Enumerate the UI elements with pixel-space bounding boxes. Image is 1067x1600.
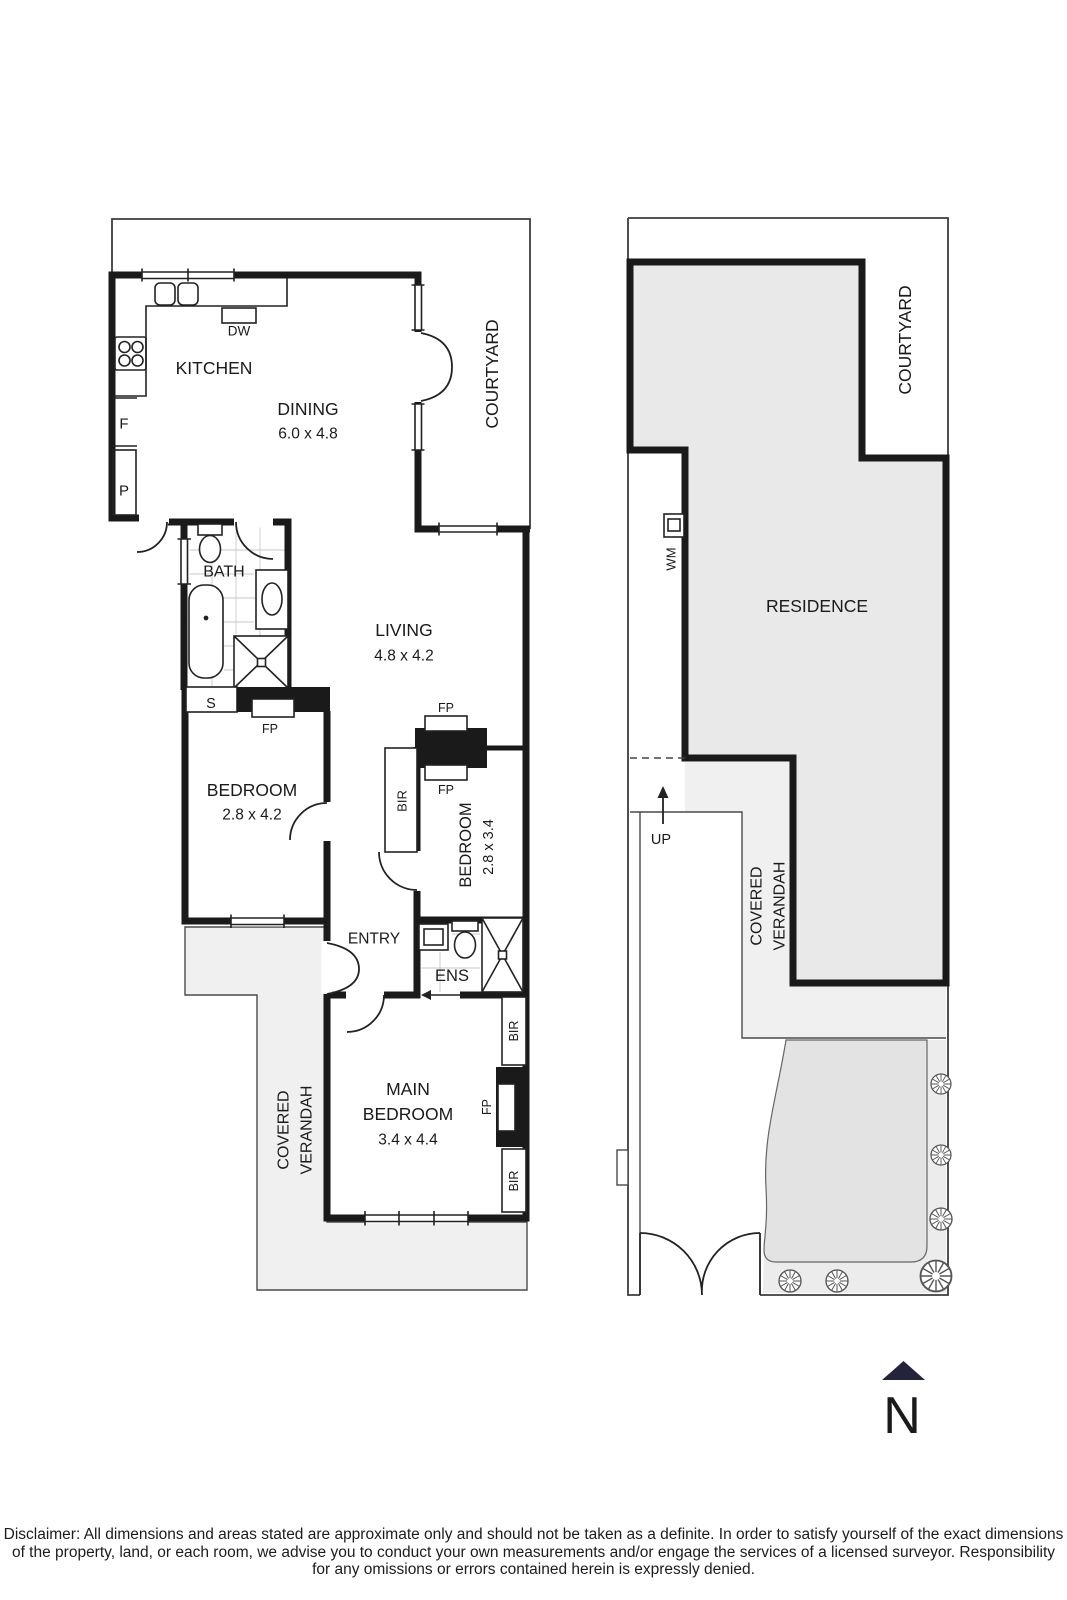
toilet-bowl [198, 534, 222, 564]
disclaimer-line2: of the property, land, or each room, we … [11, 1543, 1056, 1561]
bir-bedroom2-label: BIR [395, 790, 410, 812]
cooktop [114, 336, 147, 371]
wm-box [663, 513, 685, 538]
doors [136, 332, 453, 1033]
site-verandah-label1: COVERED [749, 866, 766, 945]
ens-arrow-head [421, 990, 431, 1000]
fridge-label: F [119, 416, 128, 433]
bir-main-1 [501, 996, 527, 1066]
disclaimer-line3: for any omissions or errors contained he… [312, 1561, 755, 1579]
gate [639, 1232, 761, 1296]
pantry [112, 449, 137, 516]
main-bedroom-label2: BEDROOM [363, 1104, 453, 1124]
ground-floor-labels: KITCHEN DW DINING 6.0 x 4.8 F P COURTYAR… [119, 319, 521, 1191]
bath-label: BATH [203, 564, 244, 581]
residence-label: RESIDENCE [766, 596, 868, 616]
verandah-area [184, 926, 528, 1291]
site-verandah-area [685, 762, 946, 1038]
store-cupboard [185, 686, 238, 713]
fp-bedroom1-label: FP [262, 722, 278, 736]
disclaimer-line1: Disclaimer: All dimensions and areas sta… [3, 1526, 1064, 1543]
fp-bedroom2-label: FP [438, 783, 454, 797]
bath-fixtures [188, 523, 289, 689]
toilet-tank [197, 523, 223, 536]
ens-label: ENS [435, 967, 469, 985]
bedroom2-label: BEDROOM [457, 802, 475, 887]
site-verandah-label2: VERANDAH [772, 862, 789, 951]
north-letter: N [883, 1387, 921, 1445]
bir-main2-label: BIR [507, 1171, 521, 1192]
ens-toilet-bowl [453, 931, 477, 959]
bedroom1-label: BEDROOM [207, 780, 297, 800]
fp-living-label: FP [438, 701, 454, 715]
verandah-label1: COVERED [276, 1090, 293, 1169]
pantry-label: P [119, 483, 129, 500]
kitchen-fixtures [112, 278, 288, 516]
up-label: UP [651, 832, 671, 848]
dw-label: DW [228, 324, 251, 339]
shower-rose [256, 657, 267, 668]
hearth-living [424, 715, 468, 732]
ground-floor-plan: KITCHEN DW DINING 6.0 x 4.8 F P COURTYAR… [108, 218, 531, 1291]
boundary-post [616, 1149, 629, 1186]
residence-outline [626, 258, 950, 987]
ens-toilet-tank [451, 920, 479, 932]
fireplaces-robes [185, 686, 527, 1213]
kitchen-label: KITCHEN [176, 358, 253, 378]
verandah-label2: VERANDAH [299, 1086, 316, 1175]
up-arrow [657, 786, 669, 824]
bathtub [188, 584, 224, 679]
site-plan: COURTYARD WM RESIDENCE UP COVERED VERAND… [616, 217, 953, 1296]
bedroom1-dim: 2.8 x 4.2 [222, 807, 281, 824]
compass: N [882, 1361, 925, 1445]
disclaimer: Disclaimer: All dimensions and areas sta… [0, 1526, 1067, 1579]
ens-fixtures [418, 917, 524, 1000]
hearth-bedroom1 [251, 698, 295, 718]
windows [141, 268, 498, 1226]
bir-main-2 [501, 1148, 527, 1213]
dining-dim: 6.0 x 4.8 [278, 426, 337, 443]
hearth-main [497, 1083, 516, 1132]
courtyard-label: COURTYARD [482, 319, 502, 428]
bir-main1-label: BIR [507, 1021, 521, 1042]
driveway-area [763, 1039, 928, 1263]
hearth-bedroom2 [424, 764, 468, 781]
site-plan-labels: COURTYARD WM RESIDENCE UP COVERED VERAND… [651, 285, 915, 950]
basin [261, 582, 283, 616]
bir-bedroom2 [384, 747, 418, 853]
ens-shower-rose [497, 950, 508, 960]
site-verandah-outline [630, 811, 946, 1039]
boundary-line [111, 218, 531, 529]
wm-label: WM [664, 547, 679, 570]
fridge-space [112, 397, 137, 447]
store-label: S [206, 696, 216, 712]
living-label: LIVING [375, 620, 432, 640]
bedroom2-dim: 2.8 x 3.4 [481, 819, 497, 875]
site-courtyard-label: COURTYARD [895, 285, 915, 394]
living-dim: 4.8 x 4.2 [374, 648, 433, 665]
sink-right [177, 282, 199, 306]
entry-label: ENTRY [348, 931, 400, 948]
fp-main-label: FP [480, 1099, 494, 1115]
north-arrow-icon [882, 1361, 925, 1380]
main-bedroom-label1: MAIN [386, 1079, 430, 1099]
dishwasher [221, 307, 257, 324]
dining-label: DINING [277, 399, 338, 419]
fireplace-living [415, 728, 487, 768]
sink-left [154, 282, 176, 306]
main-bedroom-dim: 3.4 x 4.4 [378, 1132, 438, 1149]
